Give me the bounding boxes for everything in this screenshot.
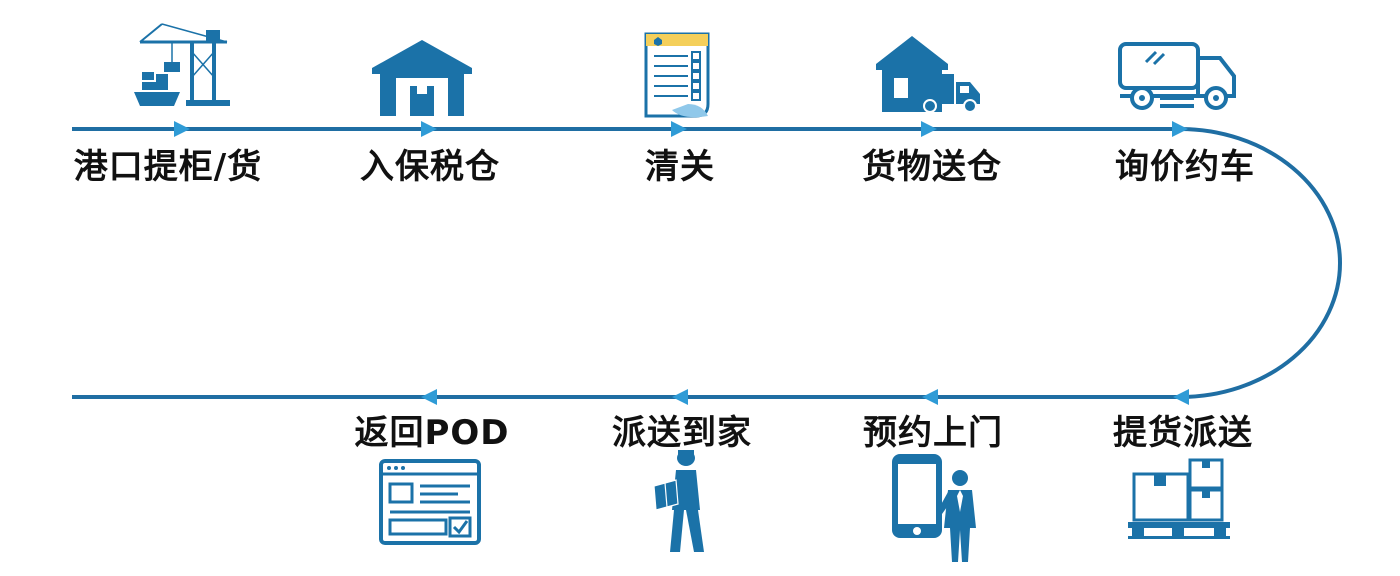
arrow-left-marker (1173, 389, 1189, 405)
web-form-check-icon (379, 459, 481, 545)
step-label-return-pod: 返回POD (354, 413, 510, 453)
warehouse-truck-icon (876, 36, 980, 113)
delivery-truck-icon (1118, 42, 1236, 110)
warehouse-icon (372, 40, 472, 116)
arrow-right-marker (671, 121, 687, 137)
step-label-goods-to-warehouse: 货物送仓 (862, 147, 1002, 187)
port-crane-ship-icon (134, 23, 230, 106)
checklist-document-icon (644, 32, 710, 118)
smartphone-businessman-icon (892, 454, 976, 562)
pallet-boxes-icon (1128, 458, 1230, 539)
arrow-right-marker (921, 121, 937, 137)
step-label-bonded-warehouse: 入保税仓 (360, 147, 500, 187)
step-label-appointment: 预约上门 (863, 413, 1003, 453)
arrow-right-marker (421, 121, 437, 137)
courier-carrying-box-icon (653, 450, 704, 552)
arrow-right-marker (1172, 121, 1188, 137)
arrow-left-marker (672, 389, 688, 405)
step-label-home-delivery: 派送到家 (612, 413, 752, 453)
arrow-left-marker (922, 389, 938, 405)
step-label-customs-clearance: 清关 (645, 147, 715, 187)
step-label-pickup-dispatch: 提货派送 (1113, 413, 1253, 453)
arrow-left-marker (421, 389, 437, 405)
arrow-right-marker (174, 121, 190, 137)
step-label-port-pickup: 港口提柜/货 (73, 147, 263, 187)
step-label-quote-book-truck: 询价约车 (1115, 147, 1255, 187)
